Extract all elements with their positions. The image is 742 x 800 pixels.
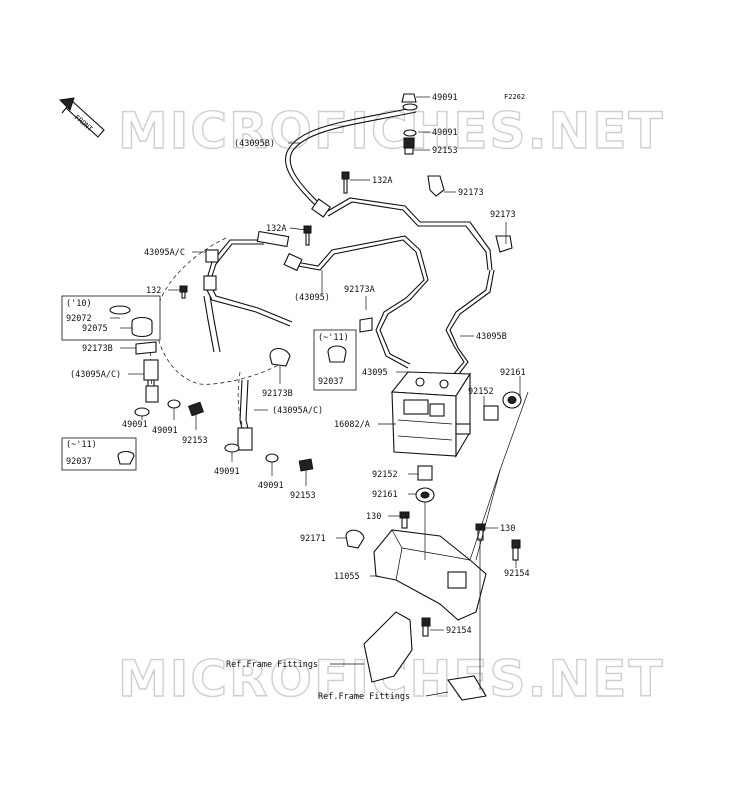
- grommet-92173a: [359, 317, 373, 333]
- label-92153-top: 92153: [432, 146, 458, 156]
- front-arrow-icon: FRONT: [58, 97, 105, 138]
- label-43095b-top: (43095B): [234, 139, 275, 149]
- label-92152-a: 92152: [468, 387, 494, 397]
- grommet-92161-lower: [415, 487, 435, 503]
- label-49091-left: 49091: [122, 420, 148, 430]
- label-132: 132: [146, 286, 161, 296]
- label-ref-frame-fittings-1: Ref.Frame Fittings: [226, 660, 318, 670]
- label-92037-left: 92037: [66, 457, 92, 467]
- label-92152-b: 92152: [372, 470, 398, 480]
- label-92173b-a: 92173B: [82, 344, 113, 354]
- washer-49091-left: [134, 407, 150, 417]
- washer-49091-left2: [167, 399, 181, 409]
- option-box-11-right-title: (~'11): [318, 333, 349, 343]
- label-49091-left2: 49091: [152, 426, 178, 436]
- brake-line-43095: [283, 235, 429, 369]
- grommet-92161-upper: [502, 391, 522, 409]
- bolt-132a-mid: [303, 225, 312, 246]
- clamp-92173-a: [427, 175, 445, 197]
- figure-code: F2262: [504, 93, 525, 101]
- label-43095ac-a: 43095A/C: [144, 248, 185, 258]
- ghost-line-left: [154, 237, 281, 385]
- label-49091-top: 49091: [432, 93, 458, 103]
- label-92173-b: 92173: [490, 210, 516, 220]
- banjo-bolt-top: [401, 93, 418, 155]
- label-ref-frame-fittings-2: Ref.Frame Fittings: [318, 692, 410, 702]
- label-92075: 92075: [82, 324, 108, 334]
- frame-bracket-lower-left: [363, 611, 413, 683]
- label-92173-a: 92173: [458, 188, 484, 198]
- label-43095ac-b: (43095A/C): [70, 370, 121, 380]
- bolt-132a-top: [341, 171, 350, 194]
- label-92153-bottom: 92153: [290, 491, 316, 501]
- label-43095-mid: 43095: [362, 368, 388, 378]
- brake-line-43095b-upper: [285, 107, 493, 271]
- bolt-130-left: [399, 511, 410, 529]
- bracket-11055: [373, 529, 487, 621]
- option-box-11-left: (~'11): [61, 437, 137, 471]
- collar-92152-lower: [417, 465, 433, 481]
- label-49091-bottom2: 49091: [258, 481, 284, 491]
- label-92161-a: 92161: [500, 368, 526, 378]
- label-49091-mid: 49091: [432, 128, 458, 138]
- brake-hose-lower-left: [143, 359, 253, 451]
- frame-bracket-lower-right: [447, 675, 487, 701]
- label-92161-b: 92161: [372, 490, 398, 500]
- washer-49091-bottom2: [265, 453, 279, 463]
- label-49091-bottom1: 49091: [214, 467, 240, 477]
- label-92173b-b: 92173B: [262, 389, 293, 399]
- label-130-a: 130: [366, 512, 381, 522]
- label-92072: 92072: [66, 314, 92, 324]
- label-132a-a: 132A: [372, 176, 392, 186]
- bolt-92154-right: [511, 539, 521, 561]
- label-43095: (43095): [294, 293, 330, 303]
- watermark-top: MICROFICHES.NET: [118, 102, 665, 160]
- bolt-92154-lower: [421, 617, 431, 637]
- label-43095ac-c: (43095A/C): [272, 406, 323, 416]
- option-box-11-right: (~'11): [313, 329, 357, 391]
- label-92154-a: 92154: [504, 569, 530, 579]
- label-132a-b: 132A: [266, 224, 286, 234]
- bolt-92153-left: [188, 401, 204, 417]
- bolt-132: [179, 285, 188, 299]
- label-92171: 92171: [300, 534, 326, 544]
- clip-92171: [345, 529, 365, 549]
- label-92154-b: 92154: [446, 626, 472, 636]
- union-fitting-upper: [311, 198, 331, 218]
- collar-92152-upper: [483, 405, 499, 421]
- label-130-b: 130: [500, 524, 515, 534]
- label-43095b-right: 43095B: [476, 332, 507, 342]
- washer-49091-bottom1: [224, 443, 240, 453]
- label-92173a: 92173A: [344, 285, 375, 295]
- clamp-92173b-lower: [269, 347, 291, 367]
- clamp-92173b-left: [135, 341, 157, 355]
- option-box-10-title: ('10): [66, 299, 92, 309]
- label-11055: 11055: [334, 572, 360, 582]
- label-16082a: 16082/A: [334, 420, 370, 430]
- brake-hose-43095ac: [203, 230, 293, 353]
- bolt-92153-bottom: [298, 458, 314, 472]
- label-92153-left: 92153: [182, 436, 208, 446]
- clamp-92173-b: [495, 235, 513, 253]
- option-box-11-left-title: (~'11): [66, 440, 97, 450]
- label-92037-box: 92037: [318, 377, 344, 387]
- brake-line-43095b-right: [445, 269, 495, 379]
- abs-unit-16082a: [390, 371, 471, 459]
